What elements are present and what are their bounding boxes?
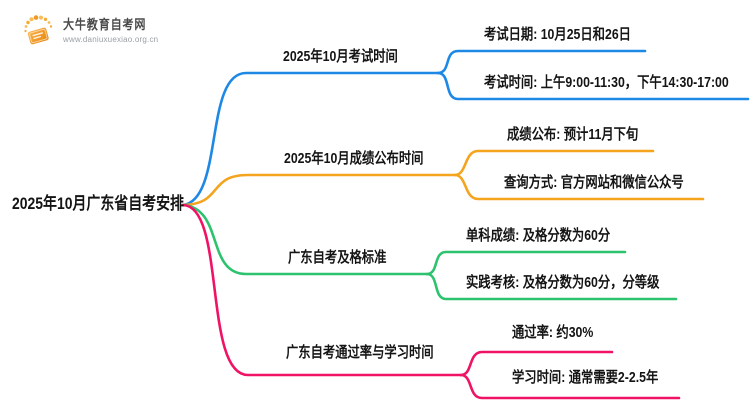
logo-site-url: www.daniuxuexiao.org.cn <box>63 35 159 44</box>
branch-2-child-1-label: 成绩公布: 预计11月下旬 <box>507 126 639 143</box>
logo-text-block: 大牛教育自考网 www.daniuxuexiao.org.cn <box>63 14 161 44</box>
branch-4-child-1-connector <box>459 350 614 377</box>
branch-4-child-2-label: 学习时间: 通常需要2-2.5年 <box>512 369 659 386</box>
branch-2-child-1-connector <box>453 149 655 177</box>
branch-1-child-2-connector <box>436 71 750 101</box>
branch-1-child-2-label: 考试时间: 上午9:00-11:30，下午14:30-17:00 <box>484 74 729 91</box>
branch-1-child-1-label: 考试日期: 10月25日和26日 <box>484 26 631 43</box>
root-node: 2025年10月广东省自考安排 <box>12 194 184 213</box>
branch-2-child-2-connector <box>453 173 705 201</box>
branch-3-child-2-connector <box>425 272 678 301</box>
branch-3-child-1-connector <box>425 250 627 276</box>
branch-4-child-1-label: 通过率: 约30% <box>512 324 594 341</box>
branch-3-connector <box>181 203 429 276</box>
branch-1-child-1-connector <box>436 49 647 75</box>
branch-3-child-2-label: 实践考核: 及格分数为60分，分等级 <box>466 274 660 291</box>
branch-1-label: 2025年10月考试时间 <box>283 48 398 65</box>
branch-4-label: 广东自考通过率与学习时间 <box>286 344 434 361</box>
branch-4-child-2-connector <box>459 373 681 400</box>
branch-3-label: 广东自考及格标准 <box>288 249 387 266</box>
branch-1-connector <box>181 71 440 207</box>
branch-3-child-1-label: 单科成绩: 及格分数为60分 <box>466 227 611 244</box>
branch-2-label: 2025年10月成绩公布时间 <box>284 150 424 167</box>
logo-site-name: 大牛教育自考网 <box>63 17 147 32</box>
branch-4-connector <box>181 203 463 377</box>
branch-2-child-2-label: 查询方式: 官方网站和微信公众号 <box>504 174 684 191</box>
book-icon <box>24 15 53 45</box>
branch-2-connector <box>181 173 457 207</box>
site-logo[interactable]: 大牛教育自考网 www.daniuxuexiao.org.cn <box>22 11 161 47</box>
